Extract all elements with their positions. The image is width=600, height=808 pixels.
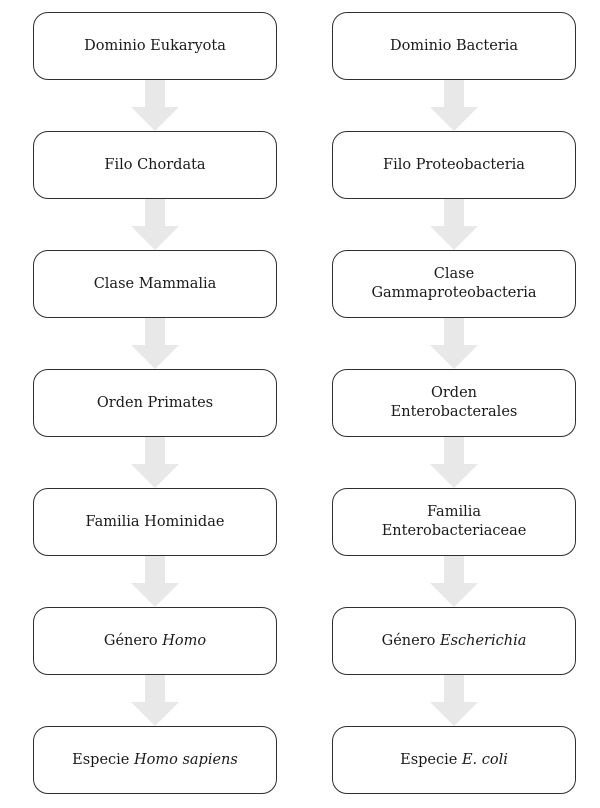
arrow-shaft (444, 437, 464, 464)
node-label-line1: Familia (426, 504, 482, 520)
arrow-shaft (444, 80, 464, 107)
node-label-prefix: Especie (72, 751, 134, 768)
arrow-head (131, 345, 179, 369)
arrow-down-icon (131, 556, 179, 607)
arrow-head (430, 107, 478, 131)
arrow-head (430, 464, 478, 488)
node-label: Filo Chordata (104, 156, 206, 173)
arrow-head (131, 226, 179, 250)
arrow-shaft (145, 80, 165, 107)
arrow-down-icon (430, 80, 478, 131)
column-bacteria-lineage: Dominio Bacteria Filo Proteobacteria Cla… (332, 12, 576, 794)
node-familia-hominidae: Familia Hominidae (33, 488, 277, 556)
arrow-shaft (145, 556, 165, 583)
node-label: Género Homo (104, 632, 206, 651)
arrow-down-icon (430, 318, 478, 369)
arrow-head (131, 702, 179, 726)
node-label: Orden Primates (96, 394, 214, 411)
arrow-head (430, 226, 478, 250)
node-label: Dominio Eukaryota (84, 37, 226, 54)
arrow-shaft (444, 675, 464, 702)
arrow-shaft (145, 199, 165, 226)
node-label-italic: E. coli (461, 751, 508, 768)
arrow-down-icon (131, 199, 179, 250)
arrow-head (131, 583, 179, 607)
node-label-line1: Orden (430, 385, 478, 401)
node-label: Clase Mammalia (93, 275, 217, 292)
arrow-down-icon (430, 675, 478, 726)
arrow-shaft (444, 199, 464, 226)
node-label: Familia Hominidae (85, 513, 225, 530)
arrow-shaft (444, 318, 464, 345)
arrow-head (430, 702, 478, 726)
node-label-italic: Homo (162, 632, 207, 649)
arrow-shaft (145, 437, 165, 464)
node-label-line2: Enterobacterales (390, 404, 518, 420)
column-eukaryota-lineage: Dominio Eukaryota Filo Chordata Clase Ma… (33, 12, 277, 794)
arrow-shaft (145, 318, 165, 345)
node-label: Género Escherichia (382, 632, 527, 651)
node-dominio-bacteria: Dominio Bacteria (332, 12, 576, 80)
arrow-down-icon (131, 437, 179, 488)
node-label-prefix: Especie (400, 751, 462, 768)
node-label: Especie E. coli (400, 751, 508, 770)
arrow-down-icon (131, 318, 179, 369)
arrow-down-icon (430, 437, 478, 488)
arrow-down-icon (430, 199, 478, 250)
node-orden-primates: Orden Primates (33, 369, 277, 437)
node-label-italic: Escherichia (439, 632, 527, 649)
node-label-line2: Gammaproteobacteria (371, 285, 537, 301)
node-filo-chordata: Filo Chordata (33, 131, 277, 199)
node-label-line2: Enterobacteriaceae (381, 523, 527, 539)
arrow-head (430, 345, 478, 369)
arrow-head (131, 464, 179, 488)
node-clase-mammalia: Clase Mammalia (33, 250, 277, 318)
arrow-head (131, 107, 179, 131)
node-especie-e-coli: Especie E. coli (332, 726, 576, 794)
node-label: Especie Homo sapiens (72, 751, 238, 770)
node-label-line1: Clase (433, 266, 475, 282)
arrow-head (430, 583, 478, 607)
node-genero-homo: Género Homo (33, 607, 277, 675)
node-especie-homo-sapiens: Especie Homo sapiens (33, 726, 277, 794)
arrow-shaft (444, 556, 464, 583)
arrow-down-icon (131, 80, 179, 131)
arrow-shaft (145, 675, 165, 702)
node-label-prefix: Género (381, 632, 440, 649)
node-label: Filo Proteobacteria (383, 156, 525, 173)
arrow-down-icon (131, 675, 179, 726)
arrow-down-icon (430, 556, 478, 607)
node-label-italic: Homo sapiens (134, 751, 238, 768)
node-label-prefix: Género (103, 632, 163, 649)
node-filo-proteobacteria: Filo Proteobacteria (332, 131, 576, 199)
node-label: Dominio Bacteria (389, 37, 519, 54)
node-genero-escherichia: Género Escherichia (332, 607, 576, 675)
node-dominio-eukaryota: Dominio Eukaryota (33, 12, 277, 80)
